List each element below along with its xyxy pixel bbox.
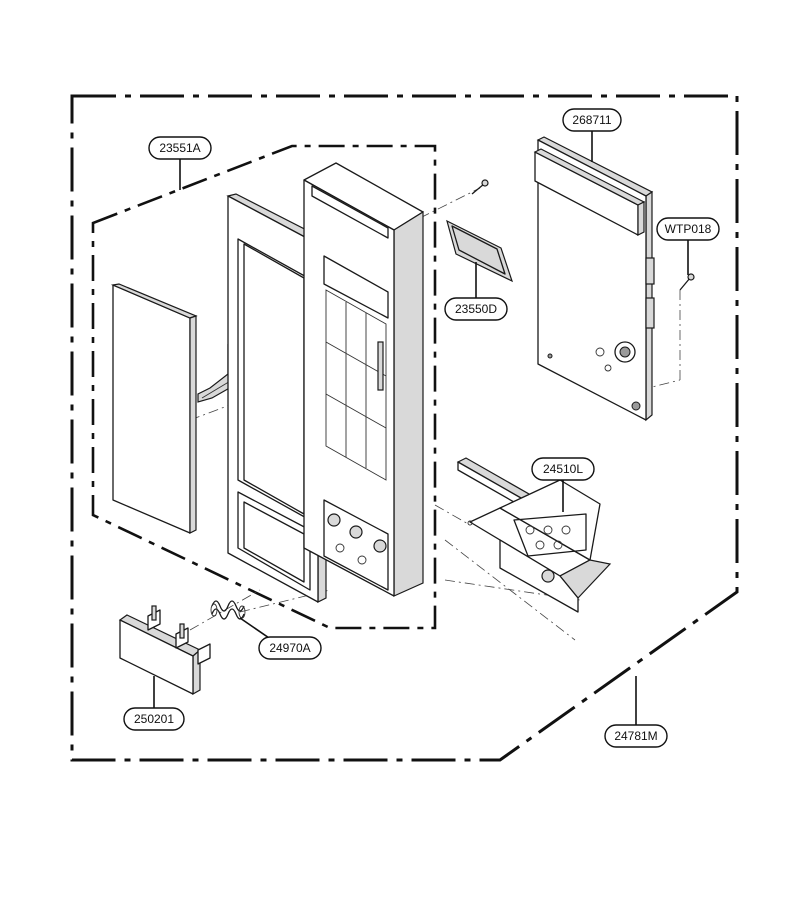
membrane-keypad — [110, 283, 198, 534]
callout-text-23551A: 23551A — [159, 141, 200, 155]
callout-24970A: 24970A — [258, 636, 322, 660]
callout-268711: 268711 — [562, 108, 622, 132]
callout-24510L: 24510L — [531, 457, 595, 481]
control-housing — [303, 162, 424, 597]
screw-top — [471, 179, 489, 195]
callout-text-24970A: 24970A — [269, 641, 310, 655]
callout-text-23550D: 23550D — [455, 302, 497, 316]
display-lens — [446, 219, 514, 283]
callout-23550D: 23550D — [444, 297, 508, 321]
callout-text-250201: 250201 — [134, 712, 174, 726]
assembly-boundary-outer — [70, 94, 739, 762]
callout-23551A: 23551A — [148, 136, 212, 160]
callout-leaders — [153, 131, 689, 725]
callout-250201: 250201 — [123, 707, 185, 731]
push-button — [118, 605, 211, 696]
callout-text-24781M: 24781M — [614, 729, 657, 743]
pcb-board — [533, 136, 655, 422]
callout-WTP018: WTP018 — [656, 217, 720, 241]
latch-lever — [456, 457, 612, 613]
callout-text-24510L: 24510L — [543, 462, 583, 476]
spring — [210, 600, 246, 620]
callout-24781M: 24781M — [604, 724, 668, 748]
callout-text-WTP018: WTP018 — [665, 222, 712, 236]
screw-wtp018 — [679, 273, 695, 291]
callout-text-268711: 268711 — [572, 113, 611, 127]
assembly-boundary-inner — [91, 144, 437, 630]
